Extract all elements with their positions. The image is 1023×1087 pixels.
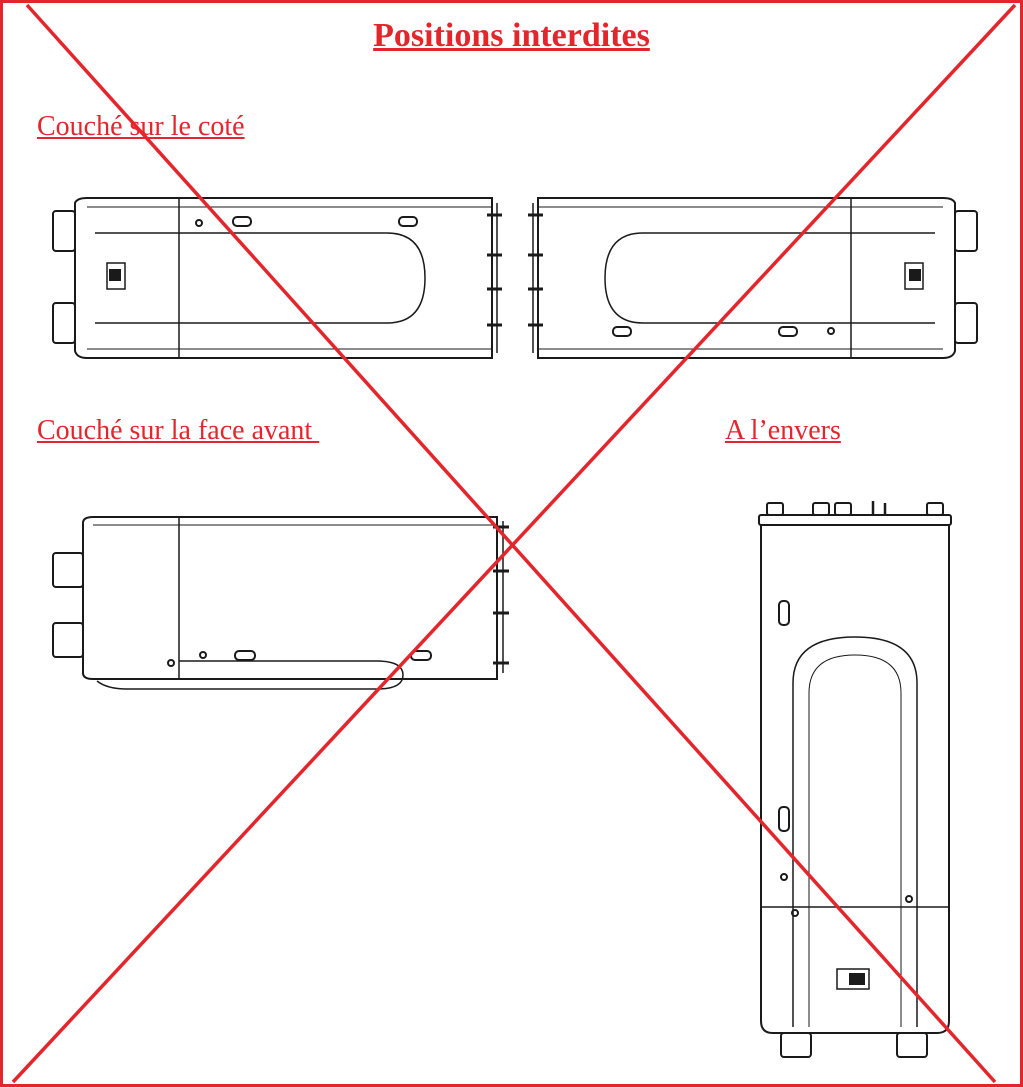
cross-line-ascending bbox=[11, 3, 1017, 1084]
label-lying-on-side: Couché sur le coté bbox=[37, 111, 245, 142]
heater-lying-side-right-drawing bbox=[528, 197, 978, 359]
label-lying-on-front: Couché sur la face avant bbox=[37, 415, 320, 446]
label-upside-down: A l’envers bbox=[725, 415, 841, 446]
forbidden-cross-mark bbox=[11, 3, 1017, 1084]
page-title: Positions interdites bbox=[373, 17, 650, 54]
heater-upside-down-drawing bbox=[758, 501, 952, 1058]
heater-lying-side-left-drawing bbox=[52, 197, 502, 359]
cross-line-descending bbox=[25, 3, 997, 1084]
